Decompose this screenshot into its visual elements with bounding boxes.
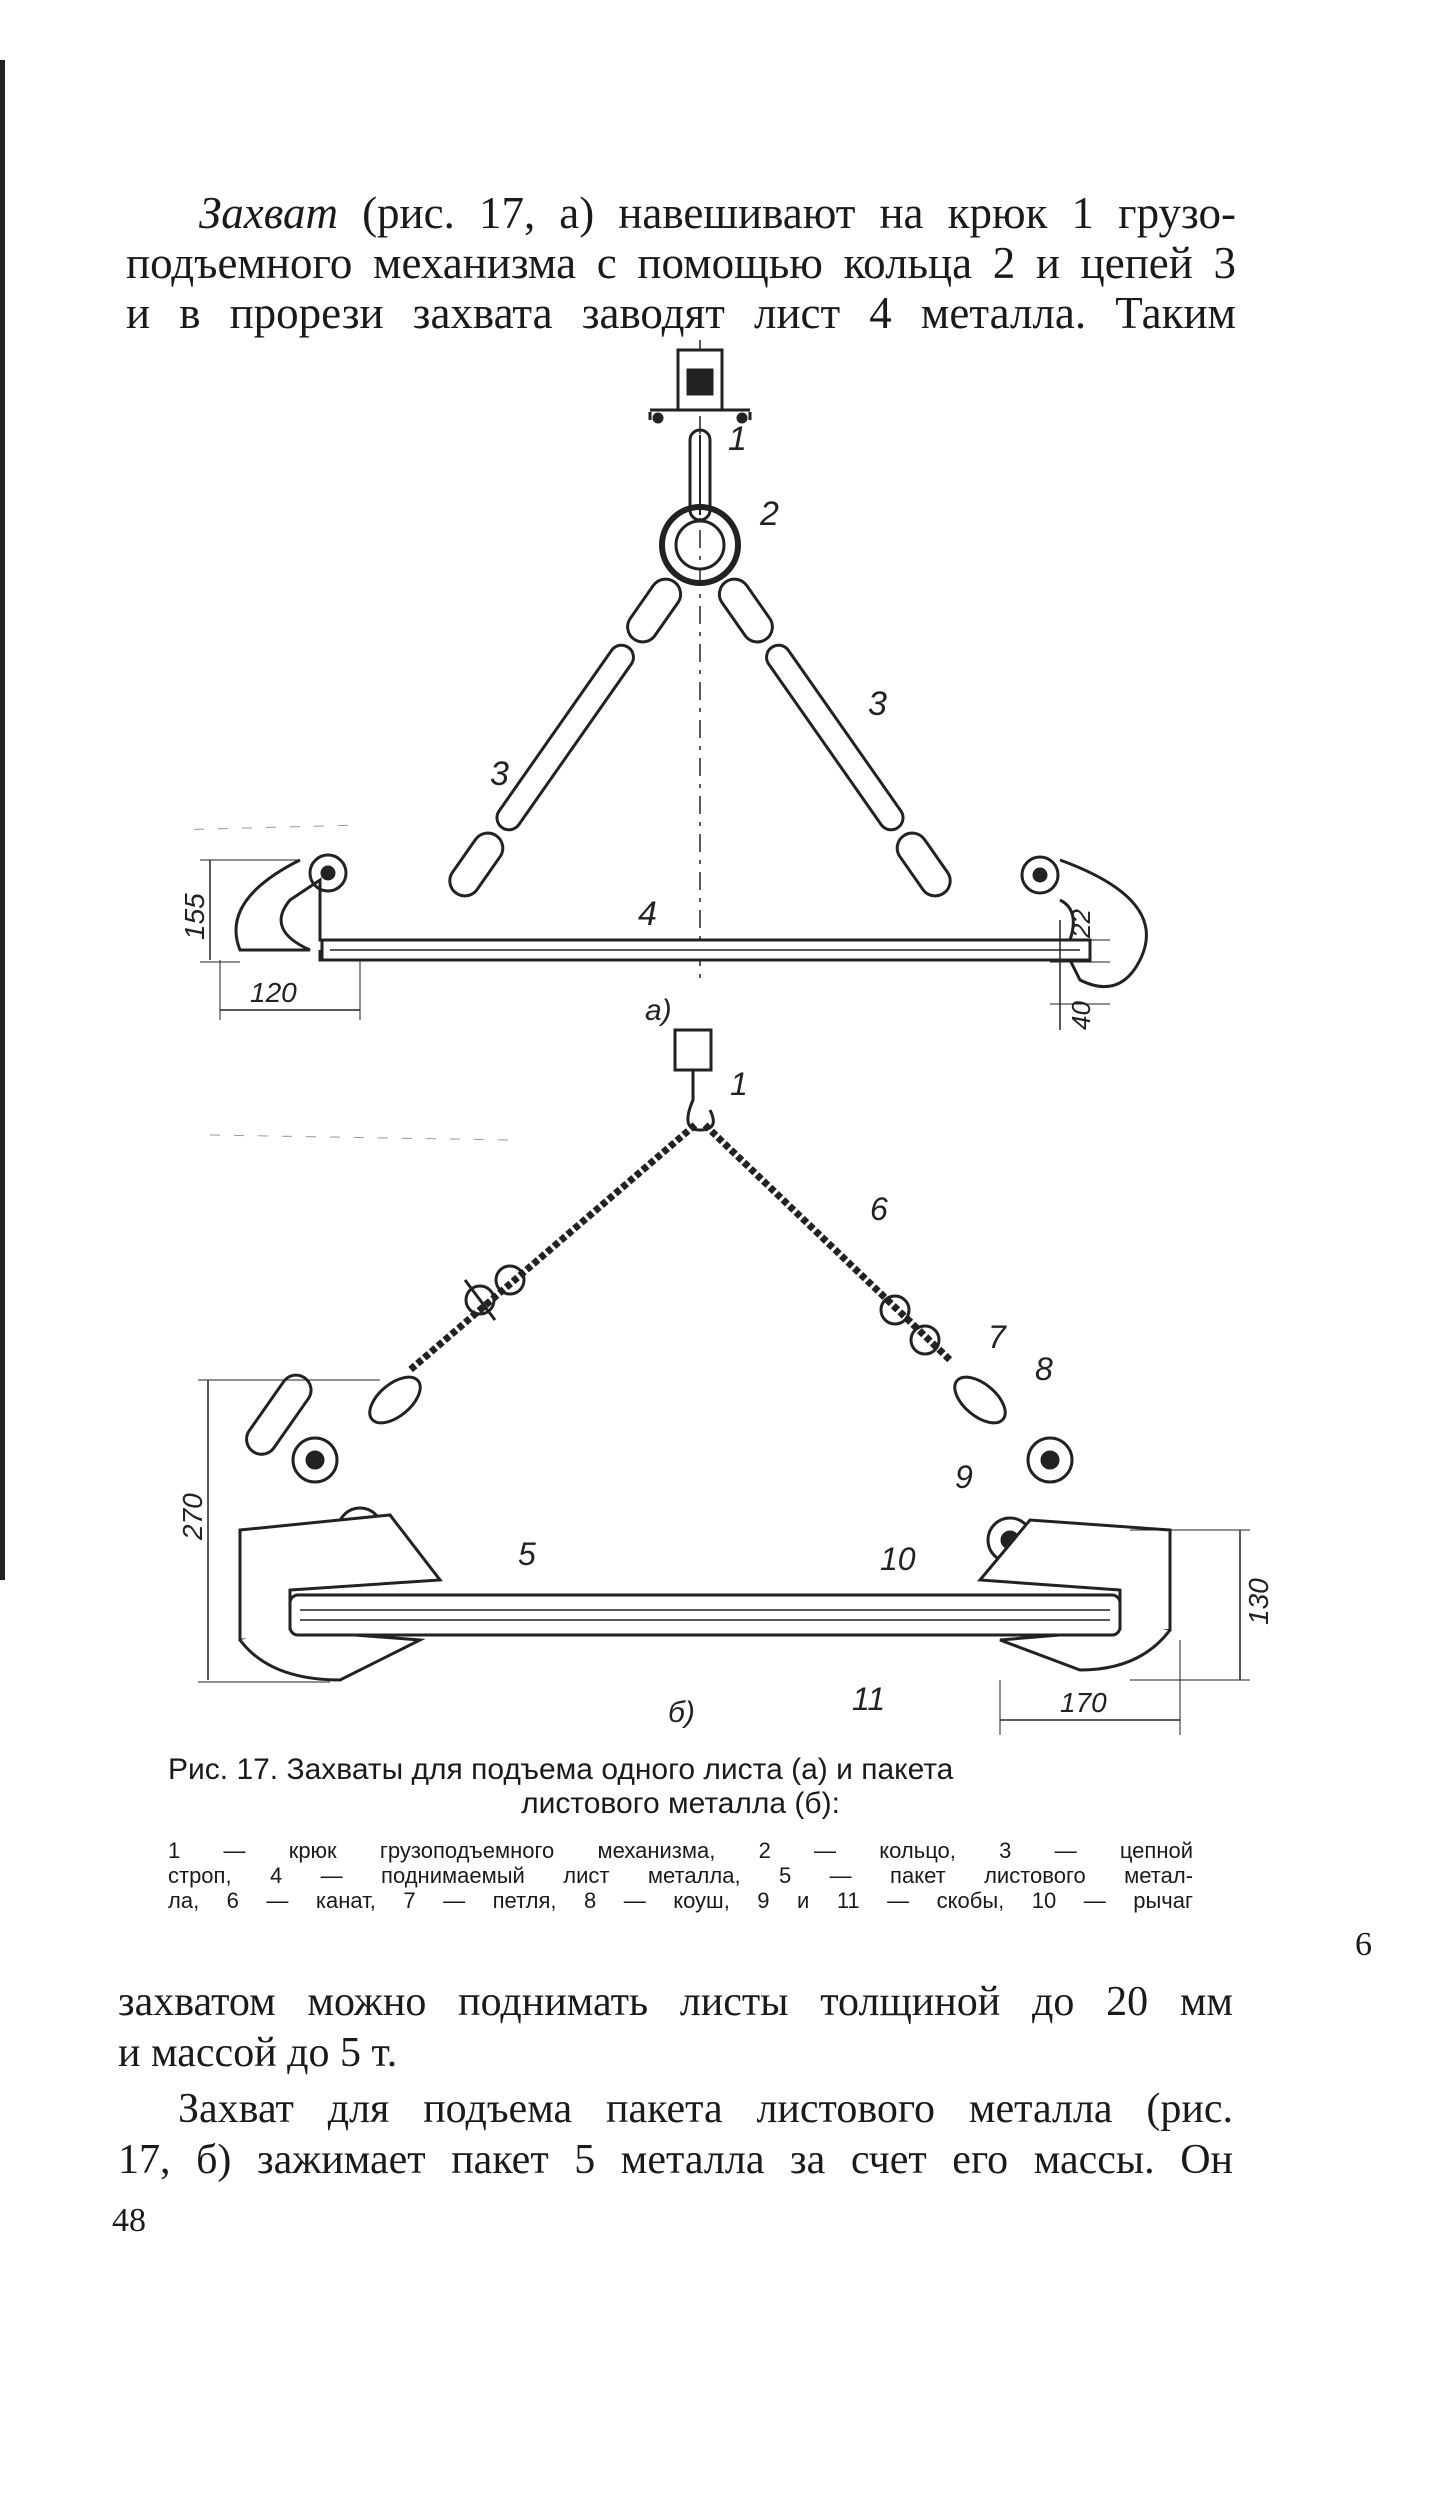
page-edge-shadow <box>0 60 5 1580</box>
top-paragraph-line-1: Захват (рис. 17, а) навешивают на крюк 1… <box>126 188 1236 238</box>
label-a-sub: а) <box>645 994 672 1027</box>
term-zakhvat: Захват <box>199 188 338 238</box>
label-b-loop: 7 <box>988 1319 1007 1355</box>
figure-b-grab-sheet-pack <box>198 1028 1250 1735</box>
bottom-paragraph-1-line-1: захватом можно поднимать листы толщиной … <box>118 1979 1233 2025</box>
label-b-hook: 1 <box>730 1066 748 1102</box>
label-a-chain-right: 3 <box>868 685 887 723</box>
label-a-dim-120: 120 <box>250 977 297 1008</box>
label-b-bracket-low: 11 <box>852 1681 885 1717</box>
label-b-lever: 10 <box>880 1541 916 1577</box>
caption-legend-line-2: строп, 4 — поднимаемый лист металла, 5 —… <box>168 1863 1193 1888</box>
margin-number: 6 <box>1355 1926 1372 1963</box>
caption-legend-line-3: ла, 6 — канат, 7 — петля, 8 — коуш, 9 и … <box>168 1888 1193 1913</box>
label-b-rope: 6 <box>870 1191 888 1227</box>
figure-caption-title: Рис. 17. Захваты для подъема одного лист… <box>168 1753 1193 1821</box>
label-b-bracket: 9 <box>955 1459 973 1495</box>
page-number: 48 <box>112 2202 146 2239</box>
top-paragraph-line-2: подъемного механизма с помощью кольца 2 … <box>126 238 1236 288</box>
label-a-dim-40: 40 <box>1066 1001 1096 1030</box>
bottom-paragraph-1-line-2: и массой до 5 т. <box>118 2030 398 2076</box>
top-paragraph: Захват (рис. 17, а) навешивают на крюк 1… <box>126 188 1236 338</box>
label-a-sheet: 4 <box>638 895 657 933</box>
top-paragraph-line-3: и в прорези захвата заводят лист 4 метал… <box>126 288 1236 338</box>
label-a-chain-left: 3 <box>490 755 509 793</box>
bottom-paragraph-1: захватом можно поднимать листы толщиной … <box>118 1977 1233 2079</box>
label-b-dim-130: 130 <box>1243 1578 1274 1625</box>
line-1-rest: (рис. 17, а) навешивают на крюк 1 грузо- <box>337 188 1236 238</box>
label-b-dim-170: 170 <box>1060 1687 1107 1718</box>
label-a-ring: 2 <box>759 495 779 533</box>
bottom-paragraph-2-line-2: 17, б) зажимает пакет 5 металла за счет … <box>118 2137 1233 2183</box>
label-a-dim-22: 22 <box>1066 909 1096 939</box>
figure-caption-legend: 1 — крюк грузоподъемного механизма, 2 — … <box>168 1838 1193 1913</box>
bottom-paragraph-2-line-1: Захват для подъема пакета листового мета… <box>178 2086 1233 2132</box>
caption-title-line-2: листового металла (б): <box>521 1787 840 1820</box>
label-b-pack: 5 <box>518 1536 536 1572</box>
label-a-dim-155: 155 <box>180 893 210 940</box>
caption-legend-line-1: 1 — крюк грузоподъемного механизма, 2 — … <box>168 1838 1193 1863</box>
label-b-thimble: 8 <box>1035 1351 1053 1387</box>
label-b-dim-270: 270 <box>180 1493 208 1541</box>
caption-title-line-1: Рис. 17. Захваты для подъема одного лист… <box>168 1753 954 1786</box>
figure-a-grab-single-sheet <box>200 340 1148 1030</box>
figure-17-drawing: 1 2 3 3 4 155 120 22 40 а) <box>180 340 1274 1735</box>
bottom-paragraph-2: Захват для подъема пакета листового мета… <box>118 2084 1233 2186</box>
label-a-hook: 1 <box>728 420 747 458</box>
label-b-sub: б) <box>668 1696 695 1729</box>
